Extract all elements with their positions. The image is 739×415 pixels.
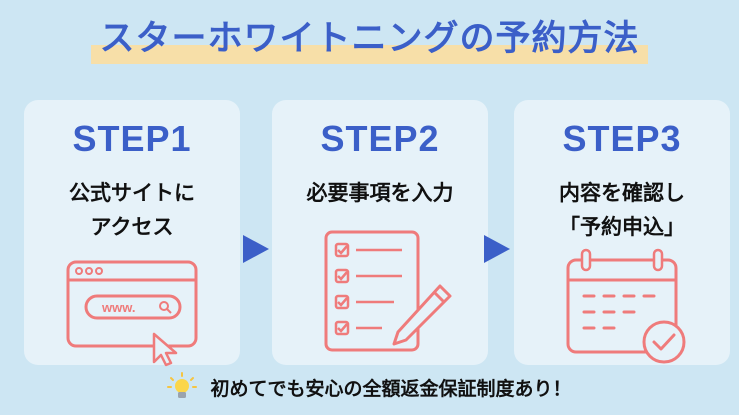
footer-text: 初めてでも安心の全額返金保証制度あり！ [210,377,572,400]
step-description-line: 内容を確認し [559,181,685,205]
title-area: スターホワイトニングの予約方法 [0,14,739,64]
step-description-line: 「予約申込」 [559,215,685,239]
footer-note: 初めてでも安心の全額返金保証制度あり！ [0,372,739,406]
cursor-icon [152,332,178,367]
step-description: 必要事項を入力 [272,176,488,210]
step-card-1: STEP1 公式サイトに アクセス www. [24,100,240,367]
step-label: STEP2 [320,118,440,159]
step-description: 内容を確認し 「予約申込」 [514,176,730,244]
page-title: スターホワイトニングの予約方法 [91,14,648,64]
step-description-line: 必要事項を入力 [306,181,454,205]
check-icon [642,320,686,364]
pencil-icon [392,284,452,346]
step-card-3: STEP3 内容を確認し 「予約申込」 [514,100,730,365]
arrow-right-icon [243,235,269,263]
search-icon [159,301,172,314]
browser-url-text: www. [101,300,135,315]
step-label: STEP3 [562,118,682,159]
step-description: 公式サイトに アクセス [24,176,240,244]
calendar-icon [566,248,686,364]
step-description-line: アクセス [90,215,174,239]
checklist-icon [324,230,452,352]
step-card-2: STEP2 必要事項を入力 [272,100,488,365]
lightbulb-icon [167,372,198,398]
step-description-line: 公式サイトに [69,181,195,205]
arrow-right-icon [484,235,510,263]
browser-icon: www. [66,260,198,367]
step-label: STEP1 [72,118,192,159]
